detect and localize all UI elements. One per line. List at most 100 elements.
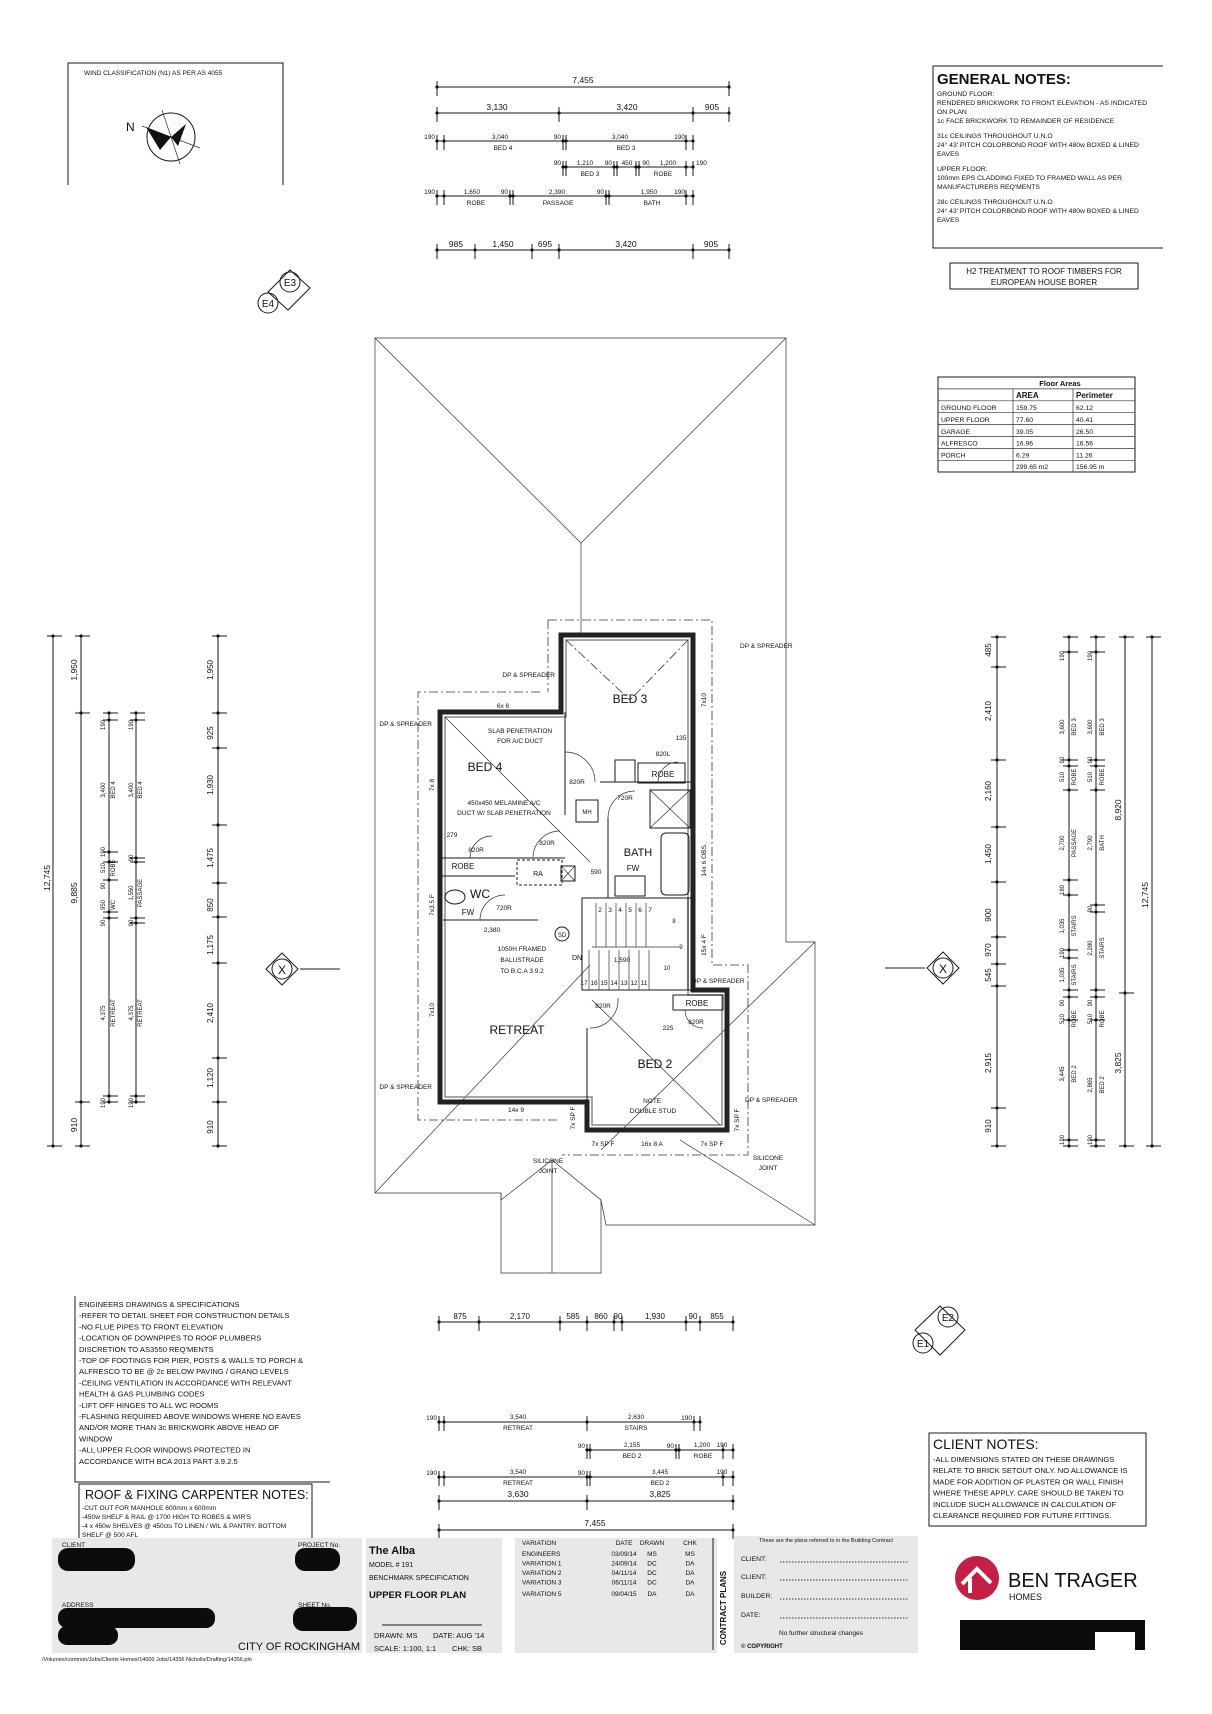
dimension-label: 190 bbox=[426, 1415, 437, 1422]
signature-label: CLIENT: bbox=[741, 1574, 766, 1581]
dimension-label: 90 bbox=[1088, 756, 1094, 763]
engineers-notes: ENGINEERS DRAWINGS & SPECIFICATIONS-REFE… bbox=[74, 1296, 330, 1483]
h2-treatment-note: H2 TREATMENT TO ROOF TIMBERS FOR EUROPEA… bbox=[949, 262, 1139, 290]
dimension-tick bbox=[615, 165, 619, 169]
downpipe-spreader-label: DP & SPREADER bbox=[692, 978, 745, 985]
dimension-tick bbox=[557, 248, 561, 252]
variation-cell: DC bbox=[647, 1570, 657, 1577]
dimension-tick bbox=[435, 248, 439, 252]
specification: BENCHMARK SPECIFICATION bbox=[369, 1575, 469, 1582]
dimension-tick bbox=[216, 1100, 220, 1104]
dimension-label: 1,175 bbox=[206, 934, 215, 955]
dimension-label: 90 bbox=[689, 1312, 698, 1321]
dimension-label: 190 bbox=[1088, 650, 1094, 661]
perimeter-value: 62.12 bbox=[1076, 405, 1093, 412]
dimension-tick bbox=[437, 1320, 441, 1324]
smoke-detector-label: SD bbox=[558, 933, 567, 939]
dimension-tick bbox=[1094, 903, 1098, 907]
dimension-label: 90 bbox=[129, 919, 135, 926]
elevation-marker-e1-e2: E2 E1 bbox=[912, 1305, 966, 1356]
double-stud-note: NOTE: bbox=[643, 1098, 663, 1105]
dimension-tick bbox=[561, 139, 565, 143]
client-note-line: CLEARANCE REQUIRED FOR FUTURE FITTINGS. bbox=[933, 1511, 1111, 1520]
dimension-label: 90 bbox=[554, 160, 562, 167]
room-label-robe2: ROBE bbox=[452, 862, 475, 871]
section-label-right: X bbox=[939, 962, 947, 976]
window-label: 14x 9 bbox=[508, 1107, 524, 1114]
general-note-line: 24° 43' PITCH COLORBOND ROOF WITH 480w B… bbox=[937, 141, 1139, 149]
dimension-tick bbox=[1094, 988, 1098, 992]
dimension-tick bbox=[1067, 988, 1071, 992]
dimension-tick bbox=[216, 823, 220, 827]
dimension-tick bbox=[442, 139, 446, 143]
dimension-label: 90 bbox=[554, 134, 562, 141]
dimension-tick bbox=[1094, 635, 1098, 639]
dimension-tick bbox=[1094, 1138, 1098, 1142]
area-row-label: GROUND FLOOR bbox=[941, 405, 997, 412]
dimension-label: 90 bbox=[1088, 999, 1094, 1006]
room-label-bed2: BED 2 bbox=[638, 1057, 673, 1071]
dimension-label: 695 bbox=[538, 239, 552, 249]
dimension-tick bbox=[620, 1320, 624, 1324]
step-number: 8 bbox=[672, 919, 676, 925]
dimension-label: 90 bbox=[605, 160, 613, 167]
dimension-tick bbox=[558, 1320, 562, 1324]
dimension-label: 90 bbox=[129, 854, 135, 861]
variation-cell: DA bbox=[685, 1580, 695, 1587]
dimension-tick bbox=[442, 1420, 446, 1424]
dimension-label: 3,445 bbox=[1060, 1066, 1066, 1082]
dimension-label: ROBE bbox=[1072, 1010, 1078, 1027]
title-block: CLIENT PROJECT No. ADDRESS SHEET No. CIT… bbox=[42, 1536, 1145, 1663]
dimension-label: 855 bbox=[710, 1312, 724, 1321]
dimension-tick bbox=[216, 1144, 220, 1148]
dimension-label: 510 bbox=[101, 862, 107, 873]
door-label: 720R bbox=[496, 905, 512, 912]
no-changes-note: No further structural changes bbox=[779, 1630, 864, 1637]
dimension-label: 190 bbox=[129, 719, 135, 730]
dimension-tick bbox=[698, 1320, 702, 1324]
general-note-line: UPPER FLOOR: bbox=[937, 166, 988, 173]
dimension-label: 1,930 bbox=[206, 774, 215, 795]
dimension-label: 3,040 bbox=[612, 134, 629, 141]
step-number: 11 bbox=[641, 980, 648, 987]
dimension-tick bbox=[79, 1144, 83, 1148]
dimension-label: 90 bbox=[578, 1470, 586, 1477]
dimension-label: 905 bbox=[705, 102, 719, 112]
dimension-label: 3,630 bbox=[507, 1489, 529, 1499]
dimension-tick bbox=[585, 1448, 589, 1452]
dimension-label: 4,375 bbox=[129, 1005, 135, 1021]
general-note-line: 28c CEILINGS THROUGHOUT U.N.O bbox=[937, 199, 1053, 206]
step-number: 10 bbox=[664, 966, 671, 972]
marker-e2: E2 bbox=[942, 1313, 955, 1324]
dimension-tick bbox=[691, 111, 695, 115]
dimension-label: BED 3 bbox=[1072, 718, 1078, 736]
dimension-tick bbox=[1094, 764, 1098, 768]
engineers-note-line: DISCRETION TO AS3550 REQ'MENTS bbox=[79, 1345, 214, 1354]
silicone-joint-label: SILICONE bbox=[533, 1158, 564, 1165]
general-note-line: RENDERED BRICKWORK TO FRONT ELEVATION - … bbox=[937, 100, 1147, 107]
dimension-label: 875 bbox=[453, 1312, 467, 1321]
dimension-label: 90 bbox=[101, 882, 107, 889]
dimension-tick bbox=[216, 1056, 220, 1060]
dimension-label: 1,120 bbox=[206, 1067, 215, 1088]
dimension-tick bbox=[437, 1499, 441, 1503]
dimension-tick bbox=[731, 1475, 735, 1479]
dimension-tick bbox=[612, 1320, 616, 1324]
variation-cell: VARIATION 5 bbox=[522, 1591, 562, 1598]
brand-name: BEN TRAGER bbox=[1008, 1570, 1138, 1592]
dimension-label: BED 3 bbox=[581, 171, 600, 178]
dimension-label: BED 2 bbox=[1072, 1065, 1078, 1083]
engineers-note-line: -LOCATION OF DOWNPIPES TO ROOF PLUMBERS bbox=[79, 1334, 261, 1343]
dimension-label: 190 bbox=[717, 1469, 728, 1476]
dimension-tick bbox=[107, 916, 111, 920]
window-label: 14x 6 OBS. bbox=[701, 843, 708, 876]
door-label: 720R bbox=[617, 795, 633, 802]
perimeter-value: 16.56 bbox=[1076, 441, 1093, 448]
north-label: N bbox=[126, 120, 135, 134]
dimension-label: 90 bbox=[1060, 999, 1066, 1006]
door-label: 820R bbox=[569, 779, 585, 786]
dimension-label: 2,790 bbox=[1088, 835, 1094, 851]
total-perimeter: 156.95 m bbox=[1076, 464, 1105, 471]
